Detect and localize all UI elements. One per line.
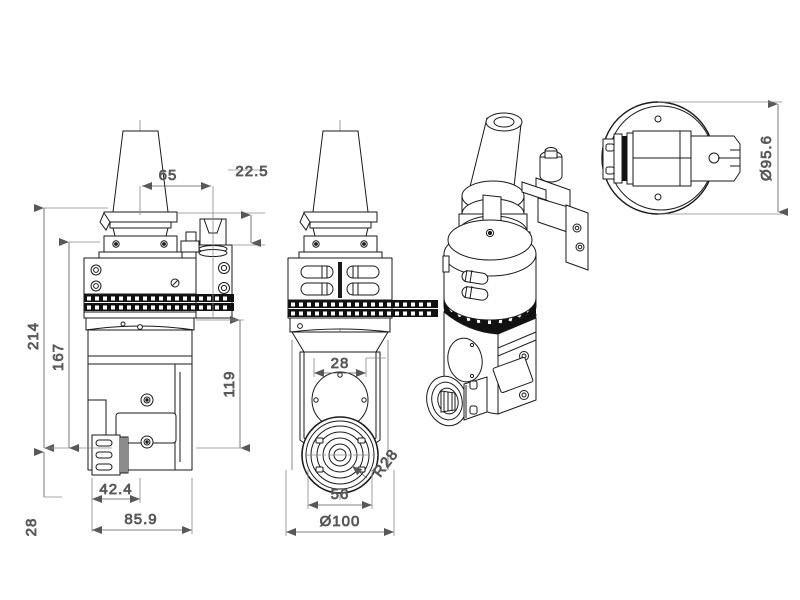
dim-167: 167 xyxy=(50,343,67,371)
flange-collar-side xyxy=(298,211,383,259)
dim-42-4: 42.4 xyxy=(99,481,132,498)
side-view-dimensions: 28 R28 56 Ø100 xyxy=(285,355,402,536)
dim-65: 65 xyxy=(159,167,178,184)
top-view-dimensions: Ø95.6 xyxy=(658,100,788,216)
iso-main-housing xyxy=(442,219,537,329)
housing-slots xyxy=(287,257,393,313)
top-spindle xyxy=(690,135,741,182)
mount-hole-top xyxy=(654,115,662,123)
flange-collar xyxy=(98,211,183,259)
dim-28-front: 28 xyxy=(23,518,40,537)
iso-output-spindle xyxy=(426,375,488,427)
front-view xyxy=(83,120,234,476)
dim-28-side: 28 xyxy=(331,355,350,372)
isometric-view xyxy=(426,112,589,427)
dim-dia-95-6: Ø95.6 xyxy=(758,135,775,181)
dim-214: 214 xyxy=(25,322,42,350)
dim-dia-100: Ø100 xyxy=(320,513,361,530)
iso-coolant-fitting xyxy=(521,147,589,271)
top-center-block xyxy=(602,130,692,187)
top-end-view xyxy=(601,101,741,215)
front-view-dimensions: 65 22.5 214 167 28 119 42.4 85.9 xyxy=(23,163,268,537)
dim-22-5: 22.5 xyxy=(235,163,268,180)
taper-shank-side xyxy=(312,130,369,213)
output-spindle-nut xyxy=(91,434,129,476)
dim-119: 119 xyxy=(221,371,238,398)
mount-hole-bottom xyxy=(654,193,662,201)
dim-56: 56 xyxy=(331,486,350,503)
dim-85-9: 85.9 xyxy=(124,511,157,528)
